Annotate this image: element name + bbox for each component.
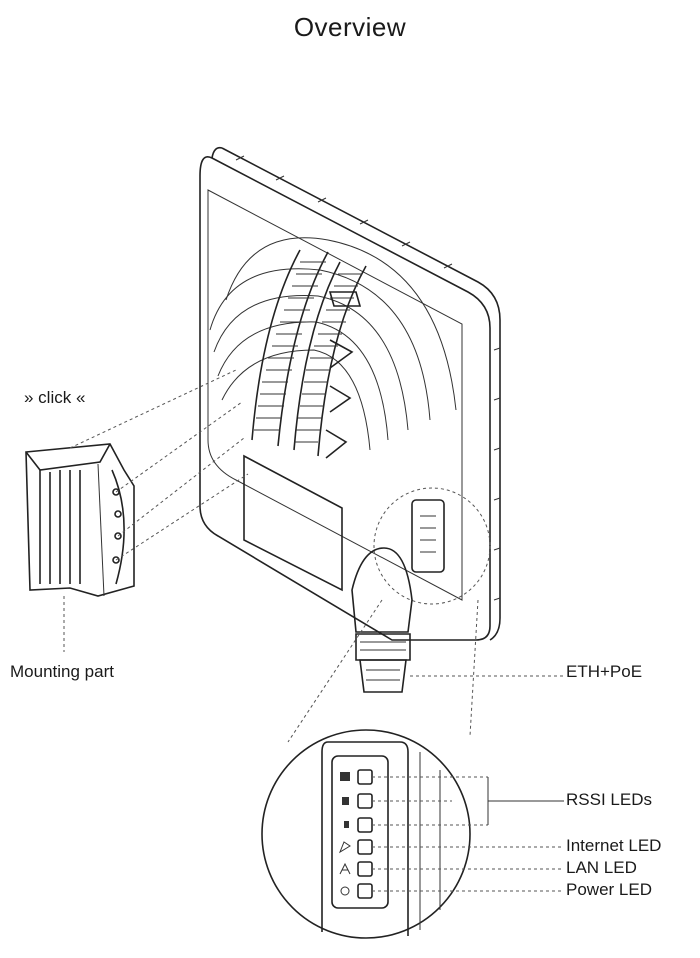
click-label: » click « bbox=[24, 388, 86, 407]
rssi-leds-label: RSSI LEDs bbox=[566, 790, 652, 809]
device-body bbox=[199, 146, 501, 641]
eth-poe-label: ETH+PoE bbox=[566, 662, 643, 681]
cable-gland bbox=[351, 547, 564, 693]
lan-led-label: LAN LED bbox=[566, 858, 637, 877]
mounting-part-label: Mounting part bbox=[10, 662, 114, 681]
led-zoom-circle bbox=[261, 599, 564, 939]
diagram-title: Overview bbox=[293, 12, 407, 42]
rear-mount-ribs bbox=[209, 237, 457, 592]
mounting-part bbox=[25, 369, 249, 652]
led-window-small bbox=[373, 487, 491, 605]
internet-led-label: Internet LED bbox=[566, 836, 662, 855]
power-led-label: Power LED bbox=[566, 880, 652, 899]
